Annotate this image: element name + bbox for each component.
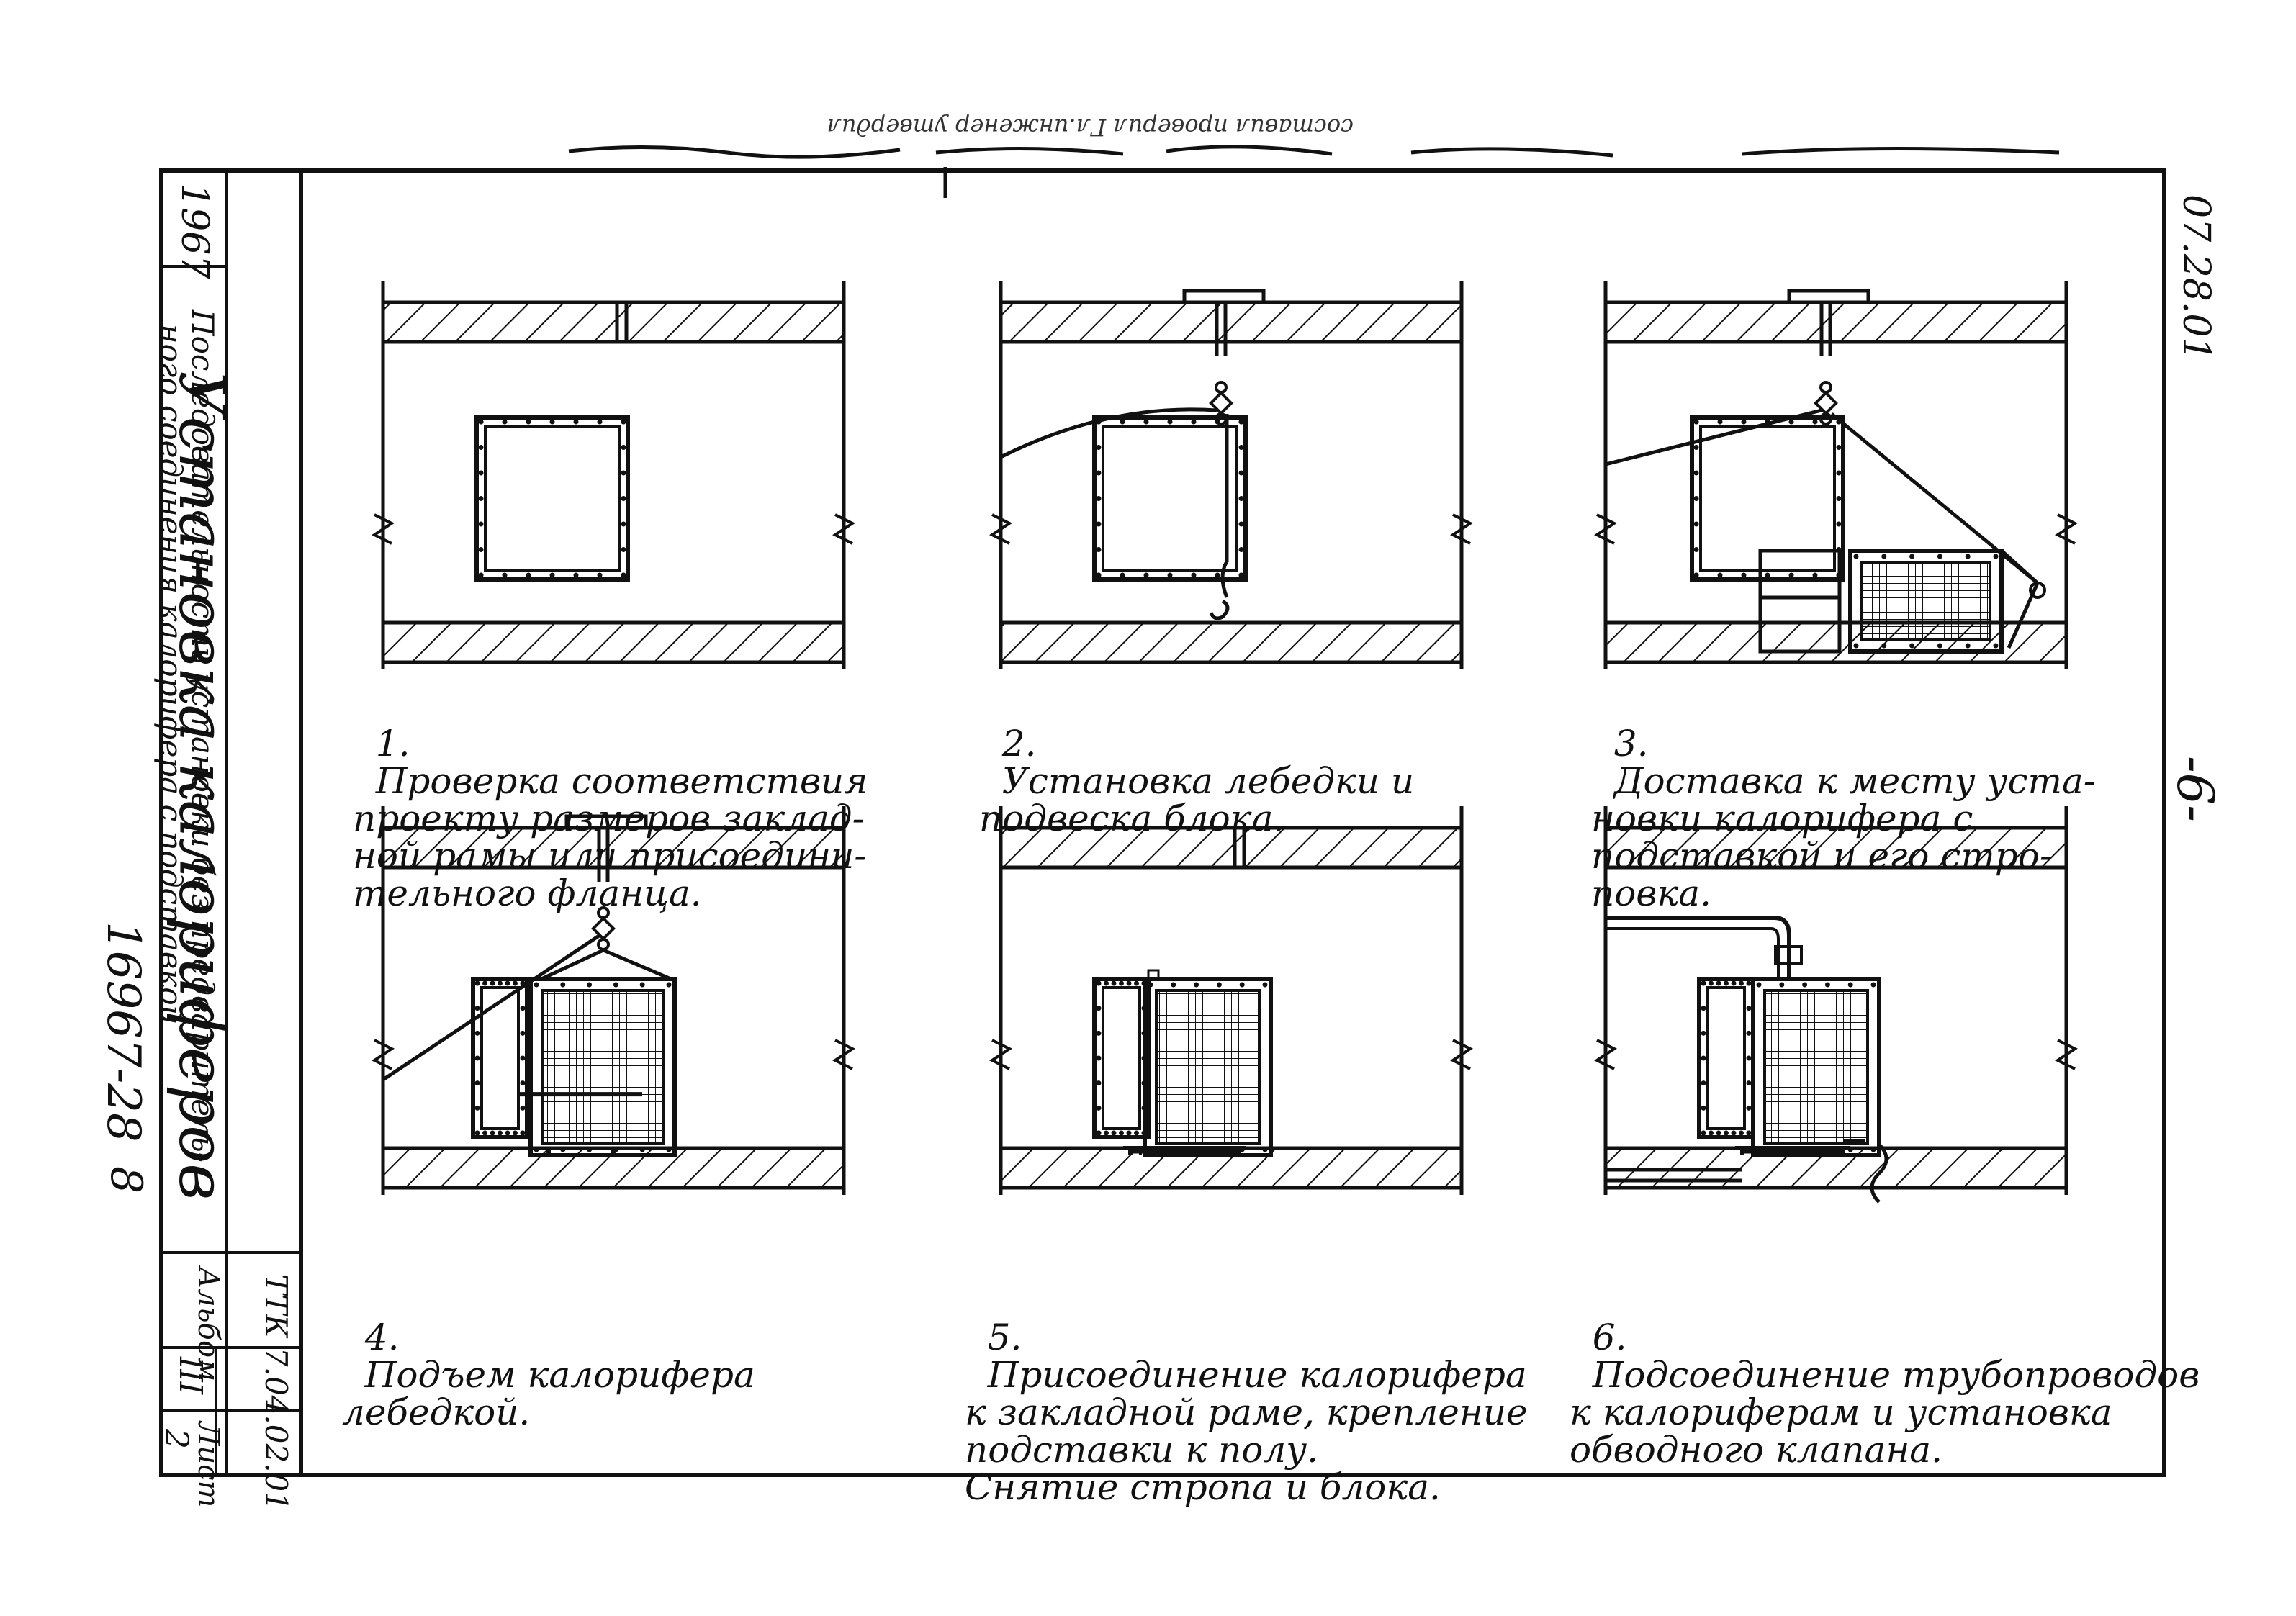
return-pipe (1606, 1168, 1742, 1183)
stamp-number: 16967-28 (96, 921, 150, 1142)
embedded-frame (1092, 415, 1248, 582)
step-6-caption: 6. Подсоединение трубопроводов к калориф… (1570, 1281, 2200, 1468)
step-5-number: 5. (987, 1317, 1022, 1358)
page-number: -6- (2166, 756, 2225, 822)
hoist-rope (1605, 408, 1822, 466)
step-5-caption: 5. Присоединение калорифера к закладной … (965, 1281, 1528, 1506)
winch-plate (1182, 289, 1266, 304)
sheet-label: Лист (192, 1422, 225, 1508)
break-mark (372, 1039, 395, 1070)
winch-plate (1787, 289, 1870, 304)
heater-fitting (1147, 969, 1160, 980)
top-strip-text: составил проверил Гл.инженер утвердил (827, 114, 1354, 141)
ceiling-slab (999, 300, 1464, 344)
side-subtitle-line-2: ного соединения калорифера с подставкой (153, 324, 189, 1025)
step-2-panel (989, 281, 1473, 669)
heater-stand (1735, 1146, 1850, 1155)
break-mark (372, 513, 395, 545)
step-1-text: Проверка соответствия проекту размеров з… (353, 760, 868, 914)
step-6-text: Подсоединение трубопроводов к калорифера… (1570, 1354, 2200, 1471)
supply-pipe (1606, 916, 1791, 979)
stamp-small: 8 (101, 1166, 151, 1194)
ceiling-slab (381, 300, 846, 344)
floor-slab (999, 620, 1464, 664)
ceiling-slab (1603, 300, 2068, 344)
album-value: III (172, 1357, 209, 1395)
break-mark (989, 513, 1012, 545)
hook-icon (1209, 599, 1230, 620)
year-stamp: 1967 (173, 184, 216, 279)
heater (1848, 549, 2004, 654)
step-6-panel (1594, 806, 2078, 1204)
step-4-panel (372, 806, 855, 1195)
hook-icon (2029, 582, 2046, 599)
break-mark (832, 1039, 855, 1070)
pulley-block (591, 906, 616, 951)
step-2-number: 2. (1001, 723, 1037, 764)
embedded-frame (1690, 415, 1845, 582)
top-stamp-strip (568, 145, 2060, 198)
embedded-frame (1697, 977, 1755, 1139)
break-mark (2055, 513, 2078, 545)
sheet-value: 2 (158, 1429, 194, 1449)
step-3-text: Доставка к месту уста- новки калорифера … (1591, 760, 2096, 914)
embedded-frame (1092, 977, 1151, 1139)
sheet-frame (159, 168, 2166, 1477)
hoist-rope (999, 407, 1217, 459)
hoist-rope (382, 934, 600, 1082)
break-mark (989, 1039, 1012, 1070)
embedded-frame (474, 415, 630, 582)
step-4-text: Подъем калорифера лебедкой. (342, 1354, 755, 1433)
break-mark (1594, 513, 1617, 545)
heater (1751, 977, 1881, 1157)
break-mark (1450, 513, 1473, 545)
heater (1143, 977, 1273, 1157)
sling (540, 948, 672, 981)
floor-slab (1603, 620, 2068, 664)
valve-icon (1774, 945, 1803, 965)
step-3-panel (1594, 281, 2078, 669)
step-2-caption: 2. Установка лебедки и подвеска блока. (979, 687, 1414, 837)
embedded-frame (471, 977, 529, 1139)
break-mark (832, 513, 855, 545)
side-subtitle-line-1: Последовательность установки без предвар… (185, 310, 220, 1163)
step-2-text: Установка лебедки и подвеска блока. (979, 760, 1415, 839)
doc-code: ТТК 7.04.02.01 (258, 1274, 294, 1511)
right-code: 07.28.01 (2174, 194, 2218, 361)
step-5-text: Присоединение калорифера к закладной рам… (965, 1354, 1528, 1508)
step-3-caption: 3. Доставка к месту уста- новки калорифе… (1591, 687, 2096, 912)
heater-stand (1758, 549, 1842, 654)
ceiling-slab (381, 826, 846, 870)
step-3-number: 3. (1613, 723, 1649, 764)
step-1-caption: 1. Проверка соответствия проекту размеро… (353, 687, 868, 912)
bypass-valve-icon (1870, 1143, 1888, 1204)
heater-stand (1123, 1146, 1246, 1155)
pulley-block (1814, 381, 1838, 425)
break-mark (1594, 1039, 1617, 1070)
step-1-number: 1. (375, 723, 410, 764)
break-mark (2055, 1039, 2078, 1070)
step-4-number: 4. (364, 1317, 400, 1358)
hook-rope (1220, 414, 1229, 598)
heater (528, 977, 677, 1157)
step-5-panel (989, 806, 1473, 1195)
floor-slab (381, 620, 846, 664)
step-6-number: 6. (1592, 1317, 1627, 1358)
break-mark (1450, 1039, 1473, 1070)
step-4-caption: 4. Подъем калорифера лебедкой. (342, 1281, 755, 1431)
step-1-panel (372, 281, 855, 669)
